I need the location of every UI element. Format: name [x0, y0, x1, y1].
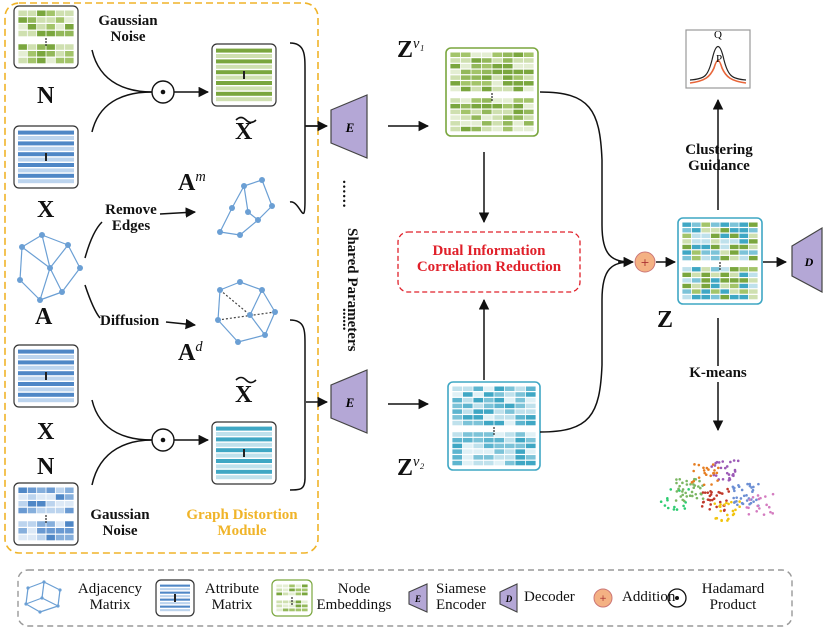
curve-x-top: [91, 91, 153, 133]
legend-decoder-icon: [499, 583, 518, 613]
z-embedding: [677, 217, 763, 305]
arrow-diffusion: [165, 318, 197, 330]
attribute-matrix-bottom: [13, 344, 79, 408]
attribute-matrix-top: [13, 125, 79, 189]
a-label: A: [35, 304, 53, 330]
am-label: Am: [178, 169, 206, 196]
tilde-bottom: [235, 376, 257, 384]
graph-A: [17, 232, 83, 303]
decoder-letter: D: [804, 255, 814, 269]
n-bottom-label: N: [37, 454, 55, 480]
legend-encoder-icon: [408, 583, 428, 613]
encoder-top-shape: [330, 94, 368, 159]
x-tilde-bottom-label: X: [235, 382, 253, 408]
kmeans-label: K-means: [678, 365, 758, 382]
curve-n-bottom: [91, 439, 153, 486]
noise-matrix-bottom: [13, 482, 79, 546]
encoder-top-letter: E: [345, 120, 355, 135]
dots-top: ......: [338, 180, 355, 209]
zv2-label: Zv₂: [397, 454, 425, 481]
svg-text:+: +: [599, 594, 607, 604]
dots-bottom: ......: [338, 308, 355, 331]
zv1-embedding: [445, 47, 539, 137]
legend-attribute-icon: [155, 579, 195, 617]
encoder-bottom-shape: [330, 369, 368, 434]
distribution-box: [685, 29, 751, 89]
legend-hadamard-icon: [667, 588, 687, 608]
svg-text:+: +: [640, 256, 649, 269]
cluster-scatter: [659, 459, 775, 523]
legend-node-icon: [271, 579, 313, 617]
zv2-embedding: [447, 381, 541, 471]
x-top-label: X: [37, 197, 55, 223]
curve-zv1-add: [539, 91, 633, 263]
arrow-remove-edges: [159, 207, 197, 218]
legend-encoder-letter: E: [414, 594, 421, 604]
decoder-shape: [791, 226, 823, 293]
dicr-box: [397, 231, 581, 293]
legend-decoder-label: Decoder: [524, 589, 575, 605]
curve-remove-edges: [84, 221, 103, 259]
hadamard-bottom: [151, 428, 175, 452]
addition-node: +: [634, 251, 656, 273]
shared-parameters-label: Shared Parameters: [343, 228, 360, 352]
p-label: P: [716, 53, 722, 65]
curve-diffusion: [84, 284, 101, 319]
x-tilde-top-matrix: [211, 43, 277, 107]
q-label: Q: [714, 29, 722, 41]
z-label: Z: [657, 307, 674, 333]
zv1-label: Zv₁: [397, 36, 425, 63]
diffusion-label: Diffusion: [100, 313, 160, 329]
curve-n-top: [91, 49, 153, 93]
legend-adjacency-icon: [24, 580, 62, 614]
x-bottom-label: X: [37, 419, 55, 445]
legend-decoder-letter: D: [505, 594, 513, 604]
encoder-bottom-letter: E: [345, 395, 355, 410]
tilde-top: [235, 116, 257, 124]
graph-Am: [217, 177, 275, 238]
bracket-bottom: [289, 319, 306, 491]
curve-zv2-add: [539, 261, 633, 433]
curve-x-bottom: [91, 399, 153, 441]
legend-addition-label: Addition: [622, 589, 676, 605]
distribution-q-curve: [689, 45, 747, 81]
noise-matrix-top: [13, 5, 79, 69]
x-tilde-bottom-matrix: [211, 421, 277, 485]
hadamard-top: [151, 80, 175, 104]
x-tilde-top-label: X: [235, 119, 253, 145]
graph-distortion-module-border: [4, 2, 319, 554]
distribution-p-curve: [689, 59, 747, 84]
graph-Ad: [215, 279, 278, 345]
legend-addition-icon: [593, 588, 613, 608]
n-top-label: N: [37, 83, 55, 109]
ad-label: Ad: [178, 339, 203, 366]
